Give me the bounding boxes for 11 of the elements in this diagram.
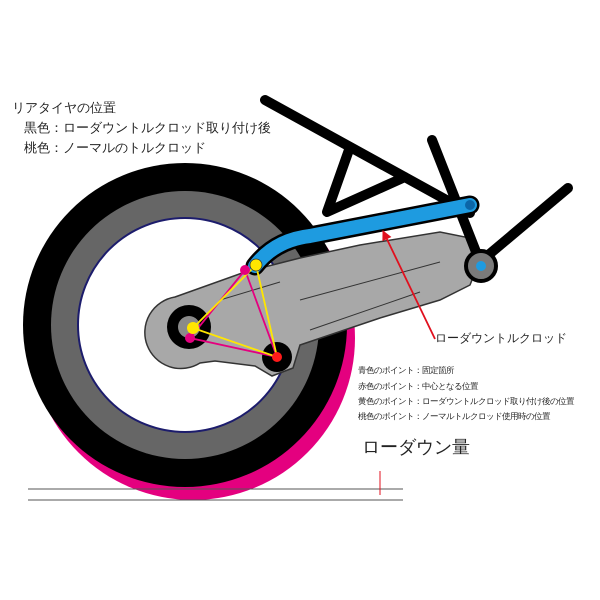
callout-label: ローダウントルクロッド [435, 331, 567, 346]
leader-arrow [382, 230, 436, 340]
note-text: 黄色のポイント：ローダウントルクロッド取り付け後の位置 [358, 396, 574, 406]
note-text: 青色のポイント：固定箇所 [358, 365, 454, 376]
torque-rod [246, 196, 480, 276]
dimension-label: ローダウン量 [362, 437, 470, 460]
note-text: 赤色のポイント：中心となる位置 [358, 381, 478, 392]
note-text: 桃色のポイント：ノーマルトルクロッド使用時の位置 [358, 411, 550, 422]
note-text: 桃色：ノーマルのトルクロッド [24, 141, 206, 158]
heading-text: リアタイヤの位置 [12, 101, 116, 118]
note-text: 黒色：ローダウントルクロッド取り付け後 [24, 121, 271, 138]
